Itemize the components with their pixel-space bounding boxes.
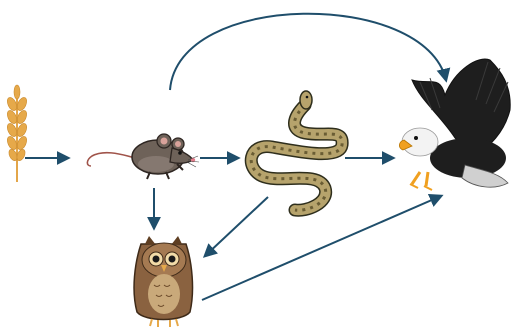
arrow-mouse-to-eagle bbox=[170, 14, 446, 90]
eagle-icon bbox=[399, 59, 510, 190]
arrow-snake-to-owl bbox=[205, 197, 268, 256]
arrow-owl-to-eagle bbox=[202, 196, 441, 300]
owl-icon bbox=[134, 236, 192, 327]
snake-icon bbox=[251, 91, 342, 210]
wheat-icon bbox=[5, 85, 28, 182]
food-web-arrows bbox=[25, 14, 446, 300]
mouse-icon bbox=[87, 134, 199, 179]
